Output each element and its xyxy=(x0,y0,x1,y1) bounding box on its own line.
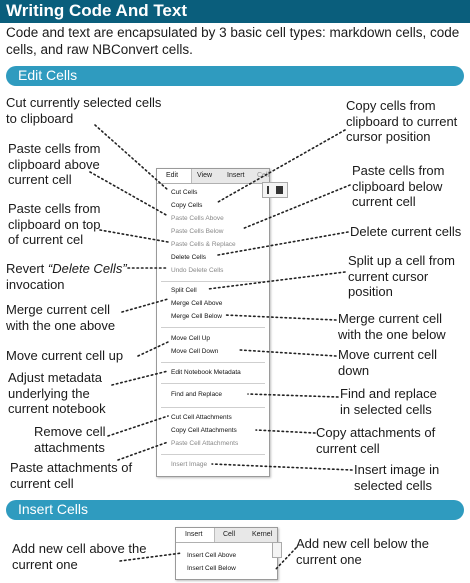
ann-undo-delete: Revert “Delete Cells” invocation xyxy=(6,261,127,292)
menu-tab-edit[interactable]: Edit xyxy=(166,172,179,179)
toolbar-fragment xyxy=(262,182,288,198)
ann-delete: Delete current cells xyxy=(350,224,462,239)
menu-item-insert-above[interactable]: Insert Cell Above xyxy=(187,552,237,559)
menu-separator xyxy=(161,383,265,384)
menu-separator xyxy=(161,362,265,363)
menu-item-insert-image[interactable]: Insert Image xyxy=(171,461,208,468)
page-title: Writing Code And Text xyxy=(6,1,188,20)
toolbar-fragment xyxy=(272,542,282,558)
menu-item-cut-cells[interactable]: Cut Cells xyxy=(171,189,198,196)
stop-icon[interactable] xyxy=(276,186,283,194)
menu-separator xyxy=(161,454,265,455)
edit-menu: Edit View Insert Cell Cut Cells Copy Cel… xyxy=(156,168,270,477)
insert-menu: Insert Cell Kernel Insert Cell Above Ins… xyxy=(175,527,278,580)
menu-item-delete-cells[interactable]: Delete Cells xyxy=(171,254,207,261)
menu-item-paste-replace[interactable]: Paste Cells & Replace xyxy=(171,241,236,248)
edit-cells-title: Edit Cells xyxy=(18,67,78,83)
menu-separator xyxy=(161,281,265,282)
edit-cells-header xyxy=(6,66,464,86)
menu-separator xyxy=(161,407,265,408)
insert-menubar: Insert Cell Kernel xyxy=(176,528,277,543)
insert-cells-header xyxy=(6,500,464,520)
menu-item-split-cell[interactable]: Split Cell xyxy=(171,287,197,294)
title-bar xyxy=(0,0,470,23)
menu-separator xyxy=(161,327,265,328)
intro-text: Code and text are encapsulated by 3 basi… xyxy=(6,25,460,57)
edit-menubar: Edit View Insert Cell xyxy=(157,169,269,184)
ann-move-up: Move current cell up xyxy=(6,348,124,363)
insert-cells-title: Insert Cells xyxy=(18,501,89,517)
menu-item-move-up[interactable]: Move Cell Up xyxy=(171,335,211,342)
menu-item-undo-delete[interactable]: Undo Delete Cells xyxy=(171,267,224,274)
menu-item-paste-above[interactable]: Paste Cells Above xyxy=(171,215,224,222)
menu-tab-insert[interactable]: Insert xyxy=(227,172,245,179)
menu-tab-kernel[interactable]: Kernel xyxy=(252,531,273,538)
run-icon[interactable] xyxy=(267,186,269,194)
menu-item-move-down[interactable]: Move Cell Down xyxy=(171,348,219,355)
menu-item-paste-below[interactable]: Paste Cells Below xyxy=(171,228,224,235)
menu-item-cut-attachments[interactable]: Cut Cell Attachments xyxy=(171,414,232,421)
menu-item-insert-below[interactable]: Insert Cell Below xyxy=(187,565,236,572)
menu-item-merge-below[interactable]: Merge Cell Below xyxy=(171,313,222,320)
menu-tab-view[interactable]: View xyxy=(197,172,213,179)
menu-item-edit-metadata[interactable]: Edit Notebook Metadata xyxy=(171,369,241,376)
menu-tab-cell[interactable]: Cell xyxy=(223,531,236,538)
menu-item-find-replace[interactable]: Find and Replace xyxy=(171,391,222,398)
menu-item-copy-attachments[interactable]: Copy Cell Attachments xyxy=(171,427,237,434)
menu-item-copy-cells[interactable]: Copy Cells xyxy=(171,202,203,209)
menu-item-merge-above[interactable]: Merge Cell Above xyxy=(171,300,223,307)
menu-item-paste-attachments[interactable]: Paste Cell Attachments xyxy=(171,440,239,447)
menu-tab-cell[interactable]: Cell xyxy=(257,172,270,179)
menu-tab-insert[interactable]: Insert xyxy=(185,531,203,538)
